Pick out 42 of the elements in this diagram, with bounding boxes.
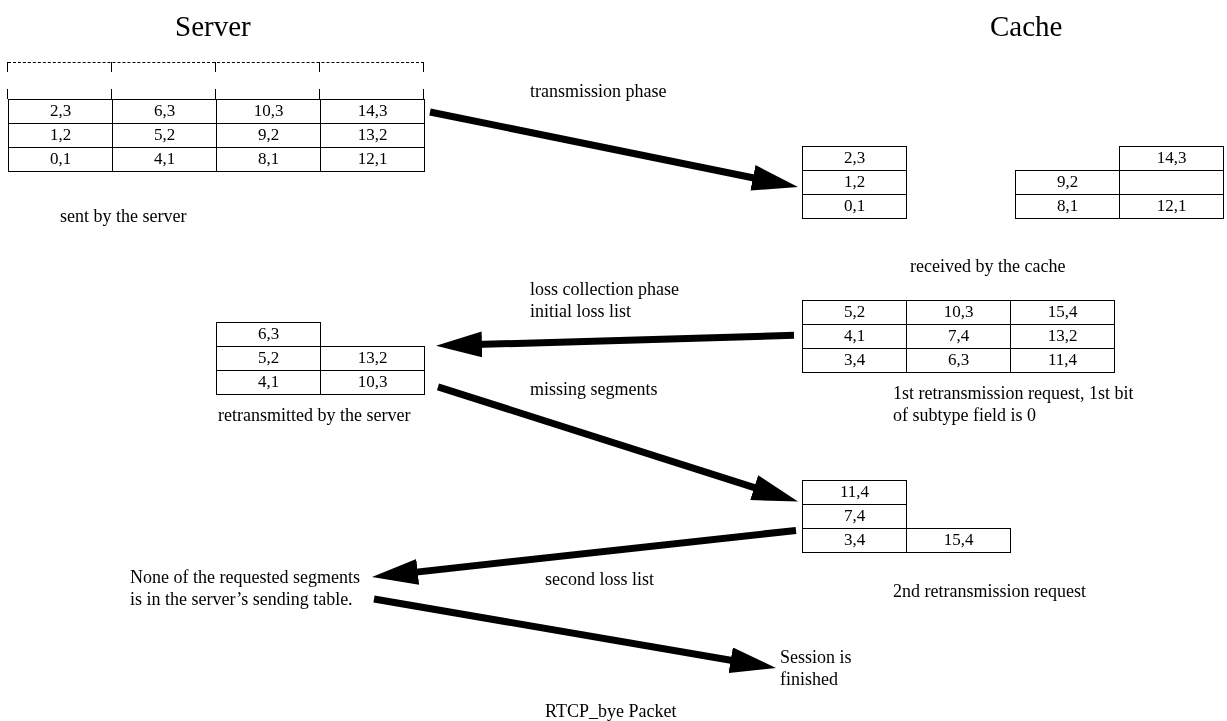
- table-cell: 0,1: [8, 147, 113, 172]
- edge-label: transmission phase: [530, 80, 668, 102]
- arrow: [436, 383, 798, 502]
- table-cell: 1,2: [802, 170, 907, 195]
- edge-label: second loss list: [545, 568, 655, 590]
- table-cell: 9,2: [1015, 170, 1120, 195]
- arrow: [436, 331, 795, 358]
- table-cell: 11,4: [802, 480, 907, 505]
- column-heading: Cache: [990, 10, 1063, 43]
- table-cell: 6,3: [216, 322, 321, 347]
- table-cell: 15,4: [1010, 300, 1115, 325]
- table-cell: 5,2: [802, 300, 907, 325]
- table-cell: 8,1: [1015, 194, 1120, 219]
- edge-label: RTCP_bye Packet: [545, 700, 678, 721]
- table-cell: 15,4: [906, 528, 1011, 553]
- table-cell: 11,4: [1010, 348, 1115, 373]
- table-caption: retransmitted by the server: [218, 404, 412, 426]
- table-caption: sent by the server: [60, 205, 188, 227]
- note-text: Session is finished: [780, 646, 910, 690]
- table-cell: 12,1: [320, 147, 425, 172]
- table-cell: 13,2: [320, 346, 425, 371]
- edge-label: loss collection phase initial loss list: [530, 278, 680, 322]
- table-cell: 10,3: [320, 370, 425, 395]
- table-cell: 2,3: [8, 99, 113, 124]
- table-caption: received by the cache: [910, 255, 1067, 277]
- table-cell: 4,1: [216, 370, 321, 395]
- note-text: None of the requested segments is in the server’s sending table.: [130, 566, 368, 610]
- table-caption: 1st retransmission request, 1st bit of subtype field is 0: [893, 382, 1135, 426]
- edge-label: missing segments: [530, 378, 659, 400]
- arrow: [429, 108, 798, 191]
- table-cell: 12,1: [1119, 194, 1224, 219]
- table-cell: 14,3: [320, 99, 425, 124]
- table-cell: 14,3: [1119, 146, 1224, 171]
- table-caption: 2nd retransmission request: [893, 580, 1087, 602]
- table-cell: 7,4: [802, 504, 907, 529]
- table-cell: 3,4: [802, 528, 907, 553]
- arrow: [372, 526, 797, 585]
- arrow: [373, 595, 776, 674]
- table-cell: 0,1: [802, 194, 907, 219]
- table-cell: 3,4: [802, 348, 907, 373]
- column-heading: Server: [175, 10, 251, 43]
- table-cell: 2,3: [802, 146, 907, 171]
